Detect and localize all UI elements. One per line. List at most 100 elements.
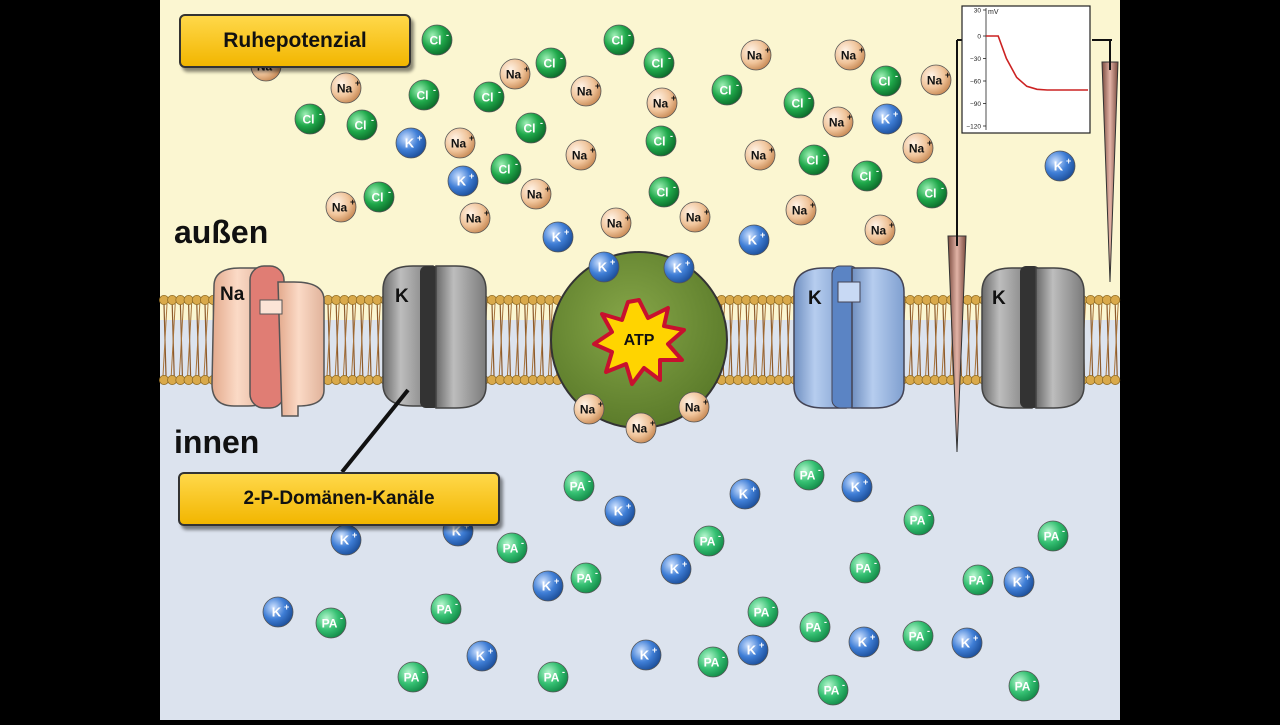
- k-ion: K+: [588, 251, 620, 283]
- na-ion: Na+: [600, 207, 632, 239]
- pa-ion-charge: -: [818, 465, 821, 475]
- k-ion: K+: [871, 103, 903, 135]
- na-ion-charge: +: [524, 64, 529, 74]
- cl-ion-label: Cl: [807, 154, 819, 168]
- cl-ion-charge: -: [941, 183, 944, 193]
- k-ion-label: K: [640, 648, 650, 663]
- pa-ion-label: PA: [700, 535, 716, 549]
- chart-frame: [961, 5, 1091, 134]
- k-ion: K+: [466, 640, 498, 672]
- na-ion-label: Na: [506, 68, 522, 82]
- k-ion-label: K: [405, 136, 415, 151]
- k-ion-label: K: [858, 635, 868, 650]
- k-ion-charge: +: [626, 501, 631, 511]
- na-ion-charge: +: [350, 197, 355, 207]
- na-ion-label: Na: [747, 49, 763, 63]
- na-ion: Na+: [744, 139, 776, 171]
- cl-ion-charge: -: [895, 71, 898, 81]
- na-ion: Na+: [499, 58, 531, 90]
- k-channel-1: K: [382, 265, 487, 409]
- reference-electrode: [1092, 39, 1119, 283]
- cl-ion: Cl-: [490, 153, 522, 185]
- na-ion-label: Na: [332, 201, 348, 215]
- k-ion: K+: [1044, 150, 1076, 182]
- pa-ion-label: PA: [910, 514, 926, 528]
- cl-ion-label: Cl: [652, 57, 664, 71]
- k-ion: K+: [848, 626, 880, 658]
- pa-ion-charge: -: [422, 667, 425, 677]
- cl-ion-label: Cl: [482, 91, 494, 105]
- na-ion-charge: +: [625, 213, 630, 223]
- cl-ion-label: Cl: [792, 97, 804, 111]
- pa-ion: PA-: [496, 532, 528, 564]
- k-ion-label: K: [961, 636, 971, 651]
- cl-ion-label: Cl: [657, 186, 669, 200]
- pa-ion-label: PA: [969, 574, 985, 588]
- cl-ion-charge: -: [446, 30, 449, 40]
- na-ion-charge: +: [945, 70, 950, 80]
- na-ion-charge: +: [847, 112, 852, 122]
- pa-ion-label: PA: [824, 684, 840, 698]
- pa-ion-charge: -: [521, 538, 524, 548]
- k-ion-label: K: [598, 260, 608, 275]
- cl-ion-label: Cl: [355, 119, 367, 133]
- pa-ion-label: PA: [404, 671, 420, 685]
- pa-ion: PA-: [563, 470, 595, 502]
- pa-ion: PA-: [570, 562, 602, 594]
- k-ion: K+: [630, 639, 662, 671]
- callout-pointer-line: [340, 388, 410, 474]
- pa-ion-label: PA: [437, 603, 453, 617]
- na-ion-charge: +: [671, 93, 676, 103]
- k-ion-charge: +: [284, 602, 289, 612]
- pa-ion: PA-: [962, 564, 994, 596]
- na-ion-charge: +: [703, 397, 708, 407]
- k-ion-charge: +: [759, 640, 764, 650]
- cl-ion: Cl-: [603, 24, 635, 56]
- na-ion-charge: +: [469, 133, 474, 143]
- title-callout: Ruhepotenzial: [179, 14, 411, 68]
- cl-ion-charge: -: [876, 166, 879, 176]
- pa-ion: PA-: [693, 525, 725, 557]
- k-ion-label: K: [739, 487, 749, 502]
- na-ion-charge: +: [590, 145, 595, 155]
- pa-ion: PA-: [793, 459, 825, 491]
- na-ion-charge: +: [484, 208, 489, 218]
- k-ion-label: K: [272, 605, 282, 620]
- na-ion-label: Na: [607, 217, 623, 231]
- k-ion-charge: +: [469, 171, 474, 181]
- k-ion-charge: +: [610, 257, 615, 267]
- na-ion: Na+: [625, 412, 657, 444]
- cl-ion: Cl-: [643, 47, 675, 79]
- k-ion: K+: [262, 596, 294, 628]
- na-ion: Na+: [902, 132, 934, 164]
- na-ion-charge: +: [598, 399, 603, 409]
- k-ion: K+: [447, 165, 479, 197]
- k-ion-label: K: [747, 643, 757, 658]
- pa-ion-charge: -: [1033, 676, 1036, 686]
- pa-ion-charge: -: [987, 570, 990, 580]
- pa-ion-charge: -: [927, 626, 930, 636]
- pa-ion: PA-: [747, 596, 779, 628]
- na-ion-label: Na: [841, 49, 857, 63]
- chart-ytick-label: −90: [970, 101, 981, 108]
- cl-ion-charge: -: [498, 87, 501, 97]
- na-ion-label: Na: [829, 116, 845, 130]
- chart-series-line: [986, 35, 1088, 91]
- pa-ion: PA-: [817, 674, 849, 706]
- na-ion: Na+: [864, 214, 896, 246]
- chart-ytick-label: 0: [977, 34, 981, 41]
- k-ion-charge: +: [417, 133, 422, 143]
- cl-ion-label: Cl: [303, 113, 315, 127]
- pa-ion: PA-: [430, 593, 462, 625]
- cl-ion-charge: -: [823, 150, 826, 160]
- k-ion-charge: +: [682, 559, 687, 569]
- chart-ytick-label: −30: [970, 56, 981, 63]
- k-ion-label: K: [851, 480, 861, 495]
- k-ion-charge: +: [1025, 572, 1030, 582]
- na-channel: Na: [211, 265, 325, 417]
- cl-ion-charge: -: [515, 159, 518, 169]
- cl-ion: Cl-: [408, 79, 440, 111]
- na-ion-label: Na: [927, 74, 943, 88]
- pa-ion: PA-: [397, 661, 429, 693]
